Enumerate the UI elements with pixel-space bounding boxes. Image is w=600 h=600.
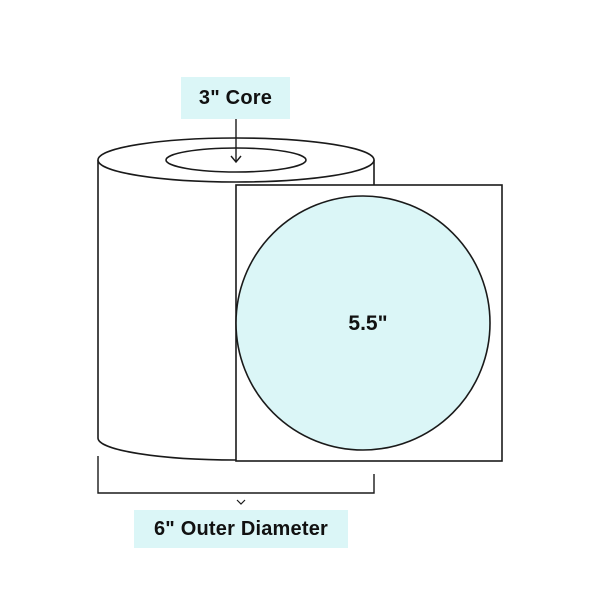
core-label: 3" Core xyxy=(198,86,273,109)
diameter-label-bg xyxy=(134,510,348,548)
outer-diameter-label: 6" Outer Diameter xyxy=(153,517,329,540)
diameter-bracket xyxy=(97,456,375,494)
roll-bottom-curve xyxy=(97,437,374,461)
core-arrow-head xyxy=(230,155,242,164)
circle-label xyxy=(235,195,491,451)
diameter-bracket-chevron xyxy=(236,499,246,505)
label-size-text: 5.5" xyxy=(348,312,388,335)
core-label-bg xyxy=(181,77,290,119)
